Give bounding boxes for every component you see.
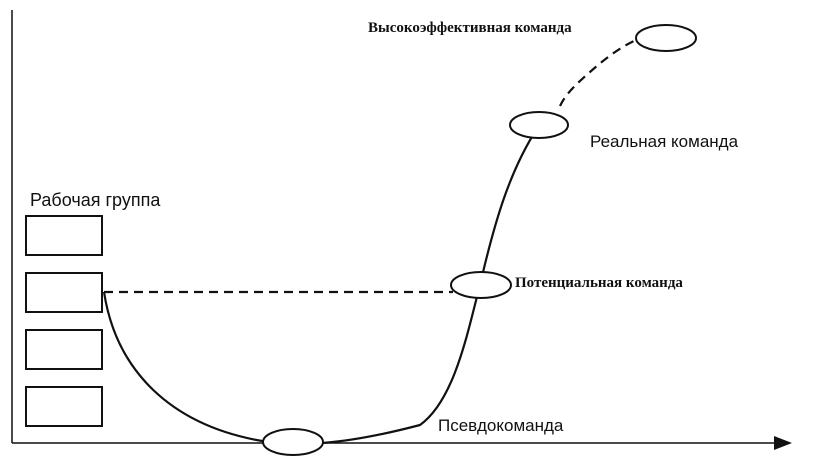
pseudo-team-node bbox=[262, 428, 324, 456]
performance-curve bbox=[102, 126, 539, 445]
high-performance-team-label: Высокоэффективная команда bbox=[368, 20, 572, 36]
work-group-label: Рабочая группа bbox=[30, 190, 161, 210]
work-group-boxes bbox=[25, 215, 103, 427]
work-group-box-3 bbox=[25, 329, 103, 370]
real-team-label: Реальная команда bbox=[590, 132, 739, 151]
real-team-node bbox=[509, 111, 569, 139]
pseudo-team-label: Псевдокоманда bbox=[438, 416, 564, 435]
potential-team-label: Потенциальная команда bbox=[515, 275, 683, 291]
work-group-box-4 bbox=[25, 386, 103, 427]
work-group-box-2 bbox=[25, 272, 103, 313]
work-group-box-1 bbox=[25, 215, 103, 256]
high-performance-dashed-curve bbox=[558, 38, 637, 107]
x-axis-arrowhead bbox=[774, 436, 792, 450]
potential-team-node bbox=[450, 271, 512, 299]
high-performance-team-node bbox=[635, 24, 697, 52]
